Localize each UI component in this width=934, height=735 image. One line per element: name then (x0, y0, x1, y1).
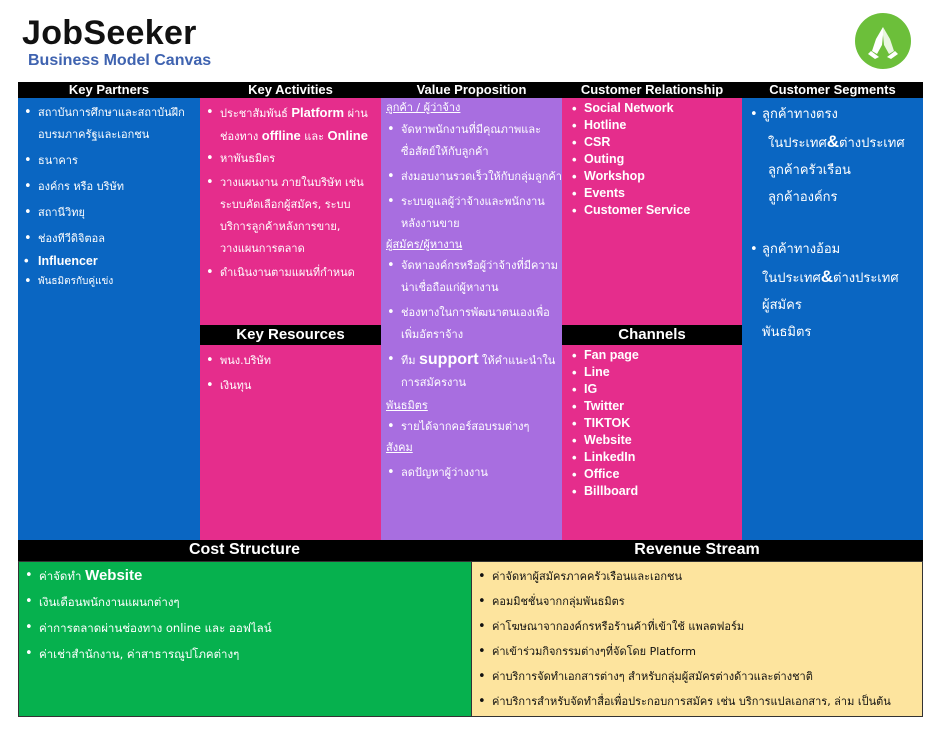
vp-section-heading: ลูกค้า / ผู้ว่าจ้าง (386, 101, 461, 114)
key-activity-item: วางแผนงาน ภายในบริษัท เช่น ระบบคัดเลือกผ… (200, 172, 381, 260)
praying-hands-icon (855, 13, 911, 69)
ka-en: Platform (291, 105, 345, 120)
vp-item: ทีม support ให้คำแนะนำในการสมัครงาน (381, 349, 562, 394)
vp-section-heading: สังคม (386, 441, 413, 454)
segment-indirect-line: ผู้สมัคร (762, 298, 802, 313)
key-partner-item: สถาบันการศึกษาและสถาบันฝึกอบรมภาครัฐและเ… (18, 102, 200, 146)
revenue-item: ค่าจัดหาผู้สมัครภาคครัวเรือนและเอกชน (472, 564, 922, 589)
channel-item: Billboard (572, 483, 742, 500)
cr-item: CSR (572, 134, 742, 151)
value-proposition-header: Value Proposition (381, 82, 562, 98)
channel-item: TIKTOK (572, 415, 742, 432)
cost-item: ค่าการตลาดผ่านช่องทาง online และ ออฟไลน์ (19, 615, 471, 641)
ka-text: ประชาสัมพันธ์ (220, 107, 292, 120)
customer-segments-block: ลูกค้าทางตรง ในประเทศ&ต่างประเทศ ลูกค้าค… (742, 98, 923, 540)
channel-item: Fan page (572, 347, 742, 364)
key-resource-item: เงินทุน (200, 373, 381, 398)
key-activity-item: ประชาสัมพันธ์ Platform ผ่านช่องทาง offli… (200, 102, 381, 148)
key-resources-header: Key Resources (200, 325, 381, 345)
revenue-item: คอมมิชชั่นจากกลุ่มพันธมิตร (472, 589, 922, 614)
vp-item: ช่องทางในการพัฒนาตนเองเพื่อเพิ่มอัตราจ้า… (381, 302, 562, 346)
cost-structure-header: Cost Structure (18, 540, 471, 561)
vp-text: ให้คำแนะนำในการสมัครงาน (401, 354, 556, 389)
cr-item: Outing (572, 151, 742, 168)
vp-item: ระบบดูแลผู้ว่าจ้างและพนักงานหลังงานขาย (381, 191, 562, 235)
revenue-stream-block: ค่าจัดหาผู้สมัครภาคครัวเรือนและเอกชน คอม… (471, 561, 923, 717)
segment-direct-heading: ลูกค้าทางตรง (742, 101, 923, 128)
vp-text: ทีม (401, 354, 419, 367)
key-partners-block: สถาบันการศึกษาและสถาบันฝึกอบรมภาครัฐและเ… (18, 98, 200, 540)
vp-en: support (419, 351, 479, 368)
revenue-item: ค่าบริการจัดทำเอกสารต่างๆ สำหรับกลุ่มผู้… (472, 664, 922, 689)
key-partner-item: ธนาคาร (18, 150, 200, 172)
key-resources-block: พนง.บริษัท เงินทุน (200, 345, 381, 540)
ka-en: Online (327, 128, 368, 143)
page-title: JobSeeker (22, 14, 197, 52)
cr-item: Events (572, 185, 742, 202)
segment-amp: & (826, 132, 839, 151)
segment-amp: & (820, 267, 833, 286)
vp-item: รายได้จากคอร์สอบรมต่างๆ (381, 416, 562, 438)
customer-segments-header: Customer Segments (742, 82, 923, 98)
cost-structure-block: ค่าจัดทำ Website เงินเดือนพนักงานแผนกต่า… (18, 561, 471, 717)
vp-item: จัดหาพนักงานที่มีคุณภาพและซื่อสัตย์ให้กั… (381, 119, 562, 163)
segment-text: ในประเทศ (768, 136, 827, 151)
revenue-item: ค่าบริการสำหรับจัดทำสื่อเพื่อประกอบการสม… (472, 689, 922, 714)
channel-item: Twitter (572, 398, 742, 415)
key-activity-item: ดำเนินงานตามแผนที่กำหนด (200, 262, 381, 284)
revenue-item: ค่าโฆษณาจากองค์กรหรือร้านค้าที่เข้าใช้ แ… (472, 614, 922, 639)
vp-section-heading: พันธมิตร (386, 399, 428, 412)
channel-item: Website (572, 432, 742, 449)
channel-item: Line (572, 364, 742, 381)
key-activity-item: หาพันธมิตร (200, 148, 381, 170)
segment-direct-line: ในประเทศ&ต่างประเทศ (742, 128, 923, 157)
cr-item: Hotline (572, 117, 742, 134)
cr-item: Workshop (572, 168, 742, 185)
vp-item: ส่งมอบงานรวดเร็วให้กับกลุ่มลูกค้า (381, 166, 562, 188)
ka-en: offline (261, 128, 301, 143)
ka-text: ผ่านช่องทาง (220, 107, 368, 143)
key-partner-item: องค์กร หรือ บริษัท (18, 176, 200, 198)
cost-item: ค่าเช่าสำนักงาน, ค่าสาธารณูปโภคต่างๆ (19, 641, 471, 667)
key-partner-item: พันธมิตรกับคู่แข่ง (18, 272, 200, 292)
cost-item: ค่าจัดทำ Website (19, 563, 471, 589)
vp-item: จัดหาองค์กรหรือผู้ว่าจ้างที่มีความน่าเชื… (381, 255, 562, 299)
page-subtitle: Business Model Canvas (28, 52, 212, 69)
segment-indirect-line: พันธมิตร (762, 325, 812, 340)
value-proposition-block: ลูกค้า / ผู้ว่าจ้าง จัดหาพนักงานที่มีคุณ… (381, 98, 562, 540)
cost-text: ค่าจัดทำ (39, 569, 86, 583)
revenue-stream-header: Revenue Stream (471, 540, 923, 561)
revenue-item: ค่าเข้าร่วมกิจกรรมต่างๆที่จัดโดย Platfor… (472, 639, 922, 664)
cr-item: Customer Service (572, 202, 742, 219)
key-activities-header: Key Activities (200, 82, 381, 98)
segment-text: ต่างประเทศ (833, 271, 899, 286)
channel-item: LinkedIn (572, 449, 742, 466)
segment-direct-line: ลูกค้าองค์กร (768, 190, 838, 205)
key-resource-item: พนง.บริษัท (200, 348, 381, 373)
vp-item: ลดปัญหาผู้ว่างงาน (381, 462, 562, 484)
ka-text: และ (300, 130, 328, 143)
cr-item: Social Network (572, 100, 742, 117)
vp-section-heading: ผู้สมัคร/ผู้หางาน (386, 238, 463, 251)
key-activities-block: ประชาสัมพันธ์ Platform ผ่านช่องทาง offli… (200, 98, 381, 325)
key-partner-item: ช่องทีวีดิจิตอล (18, 228, 200, 250)
segment-text: ต่างประเทศ (839, 136, 905, 151)
customer-relationship-block: Social Network Hotline CSR Outing Worksh… (562, 98, 742, 325)
channels-block: Fan page Line IG Twitter TIKTOK Website … (562, 345, 742, 540)
channels-header: Channels (562, 325, 742, 345)
segment-text: ในประเทศ (762, 271, 821, 286)
customer-relationship-header: Customer Relationship (562, 82, 742, 98)
segment-indirect-heading: ลูกค้าทางอ้อม (742, 236, 923, 263)
key-partner-item: สถานีวิทยุ (18, 202, 200, 224)
channel-item: IG (572, 381, 742, 398)
cost-item: เงินเดือนพนักงานแผนกต่างๆ (19, 589, 471, 615)
channel-item: Office (572, 466, 742, 483)
segment-direct-line: ลูกค้าครัวเรือน (768, 163, 851, 178)
segment-indirect-line: ในประเทศ&ต่างประเทศ (742, 263, 923, 292)
key-partner-item: Influencer (18, 250, 200, 272)
key-partners-header: Key Partners (18, 82, 200, 98)
cost-en: Website (85, 567, 143, 584)
